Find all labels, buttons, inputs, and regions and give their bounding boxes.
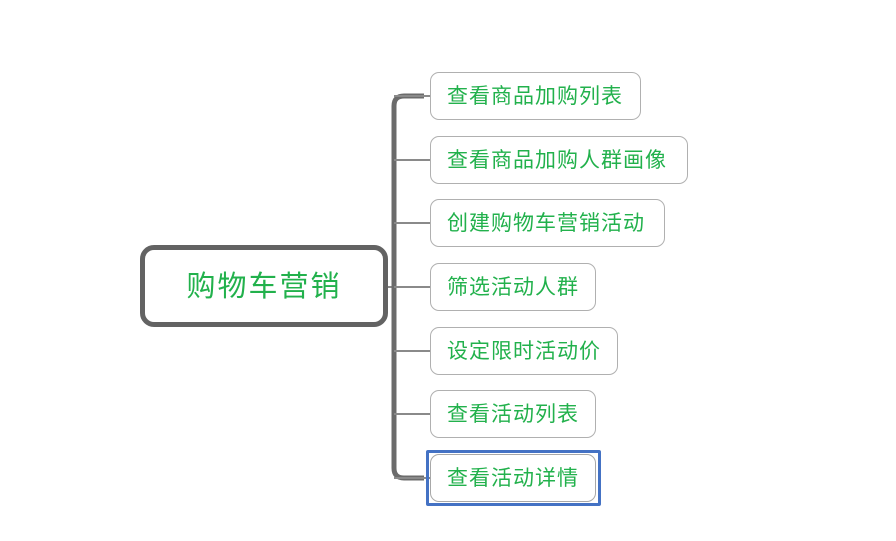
root-node-label: 购物车营销: [186, 268, 342, 303]
node-label: 查看商品加购列表: [447, 83, 623, 108]
node-filter-campaign-audience[interactable]: 筛选活动人群: [430, 263, 596, 311]
selection-frame: [426, 450, 601, 506]
node-view-cart-audience-profile[interactable]: 查看商品加购人群画像: [430, 136, 688, 184]
node-label: 设定限时活动价: [447, 338, 601, 363]
node-label: 查看活动详情: [447, 465, 579, 490]
node-create-cart-campaign[interactable]: 创建购物车营销活动: [430, 199, 665, 247]
node-view-cart-item-list[interactable]: 查看商品加购列表: [430, 72, 641, 120]
node-set-limited-time-price[interactable]: 设定限时活动价: [430, 327, 618, 375]
node-view-campaign-list[interactable]: 查看活动列表: [430, 390, 596, 438]
node-label: 查看商品加购人群画像: [447, 147, 667, 172]
node-label: 查看活动列表: [447, 401, 579, 426]
node-view-campaign-detail[interactable]: 查看活动详情: [430, 454, 596, 502]
trunk-line: [391, 93, 424, 481]
node-label: 筛选活动人群: [447, 274, 579, 299]
root-node[interactable]: 购物车营销: [140, 245, 388, 327]
node-label: 创建购物车营销活动: [447, 210, 645, 235]
